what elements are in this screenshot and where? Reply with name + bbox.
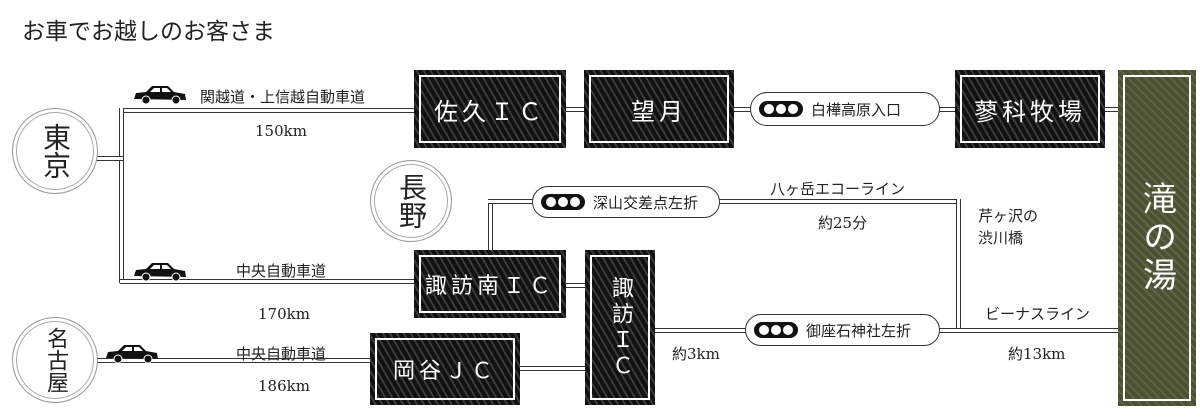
distance-label: 150km	[255, 122, 307, 140]
car-icon	[106, 345, 158, 364]
car-icon	[134, 263, 186, 282]
traffic-light-icon	[541, 194, 585, 210]
signal-fukayama: 深山交差点左折	[532, 186, 720, 218]
road-segment	[560, 107, 590, 112]
road-label: ビーナスライン	[985, 305, 1091, 323]
road-segment	[488, 199, 538, 204]
signal-label: 深山交差点左折	[593, 193, 699, 212]
road-label: 中央自動車道	[236, 345, 327, 363]
road-trunk	[119, 108, 124, 283]
node-saku-ic: 佐久ＩＣ	[414, 70, 566, 148]
node-label: 望月	[631, 97, 687, 126]
distance-label: 170km	[258, 305, 310, 323]
distance-label: 約3km	[672, 345, 720, 363]
signal-shirakaba: 白樺高原入口	[750, 92, 940, 126]
node-okaya-jc: 岡谷ＪＣ	[370, 333, 520, 405]
road-segment	[1100, 107, 1122, 112]
signal-label: 御座石神社左折	[806, 321, 912, 340]
traffic-light-icon	[754, 322, 798, 338]
road-segment	[560, 283, 590, 288]
road-kanetsu	[120, 108, 420, 113]
road-yatsugatake	[715, 199, 960, 204]
car-icon	[134, 86, 186, 105]
signal-gozaishi: 御座石神社左折	[745, 314, 940, 346]
road-label: 八ヶ岳エコーライン	[770, 180, 906, 198]
node-label: 岡谷ＪＣ	[392, 359, 497, 384]
destination-label: 滝の湯	[1136, 181, 1177, 295]
signal-label: 白樺高原入口	[811, 100, 902, 119]
node-label: 諏訪ＩＣ	[608, 275, 633, 380]
node-tateshina: 蓼科牧場	[955, 70, 1105, 148]
page-title: お車でお越しのお客さま	[22, 19, 275, 45]
road-tokyo	[95, 156, 123, 161]
road-segment	[515, 366, 590, 371]
node-suwa-ic: 諏訪ＩＣ	[585, 250, 655, 405]
origin-tokyo: 東京	[12, 108, 98, 194]
origin-nagoya: 名古屋	[12, 317, 98, 403]
node-suwaminami-ic: 諏訪南ＩＣ	[414, 250, 566, 318]
bridge-label: 芹ヶ沢の 渋川橋	[978, 207, 1039, 247]
traffic-light-icon	[759, 101, 803, 117]
road-segment	[956, 199, 961, 332]
road-chuo1	[120, 279, 420, 284]
origin-label: 名古屋	[43, 327, 68, 393]
distance-label: 約13km	[1008, 345, 1066, 363]
road-segment	[488, 199, 493, 254]
road-chuo2	[95, 358, 375, 363]
node-mochizuki: 望月	[584, 70, 734, 148]
origin-label: 東京	[39, 123, 72, 179]
origin-nagano: 長野	[370, 160, 452, 242]
node-label: 諏訪南ＩＣ	[424, 274, 555, 299]
origin-label: 長野	[395, 173, 428, 229]
time-label: 約25分	[818, 214, 868, 232]
distance-label: 186km	[258, 377, 310, 395]
road-label: 中央自動車道	[236, 262, 327, 280]
destination-takinoyu: 滝の湯	[1118, 70, 1196, 406]
node-label: 佐久ＩＣ	[434, 97, 546, 126]
road-label: 関越道・上信越自動車道	[200, 88, 366, 106]
node-label: 蓼科牧場	[974, 97, 1086, 126]
